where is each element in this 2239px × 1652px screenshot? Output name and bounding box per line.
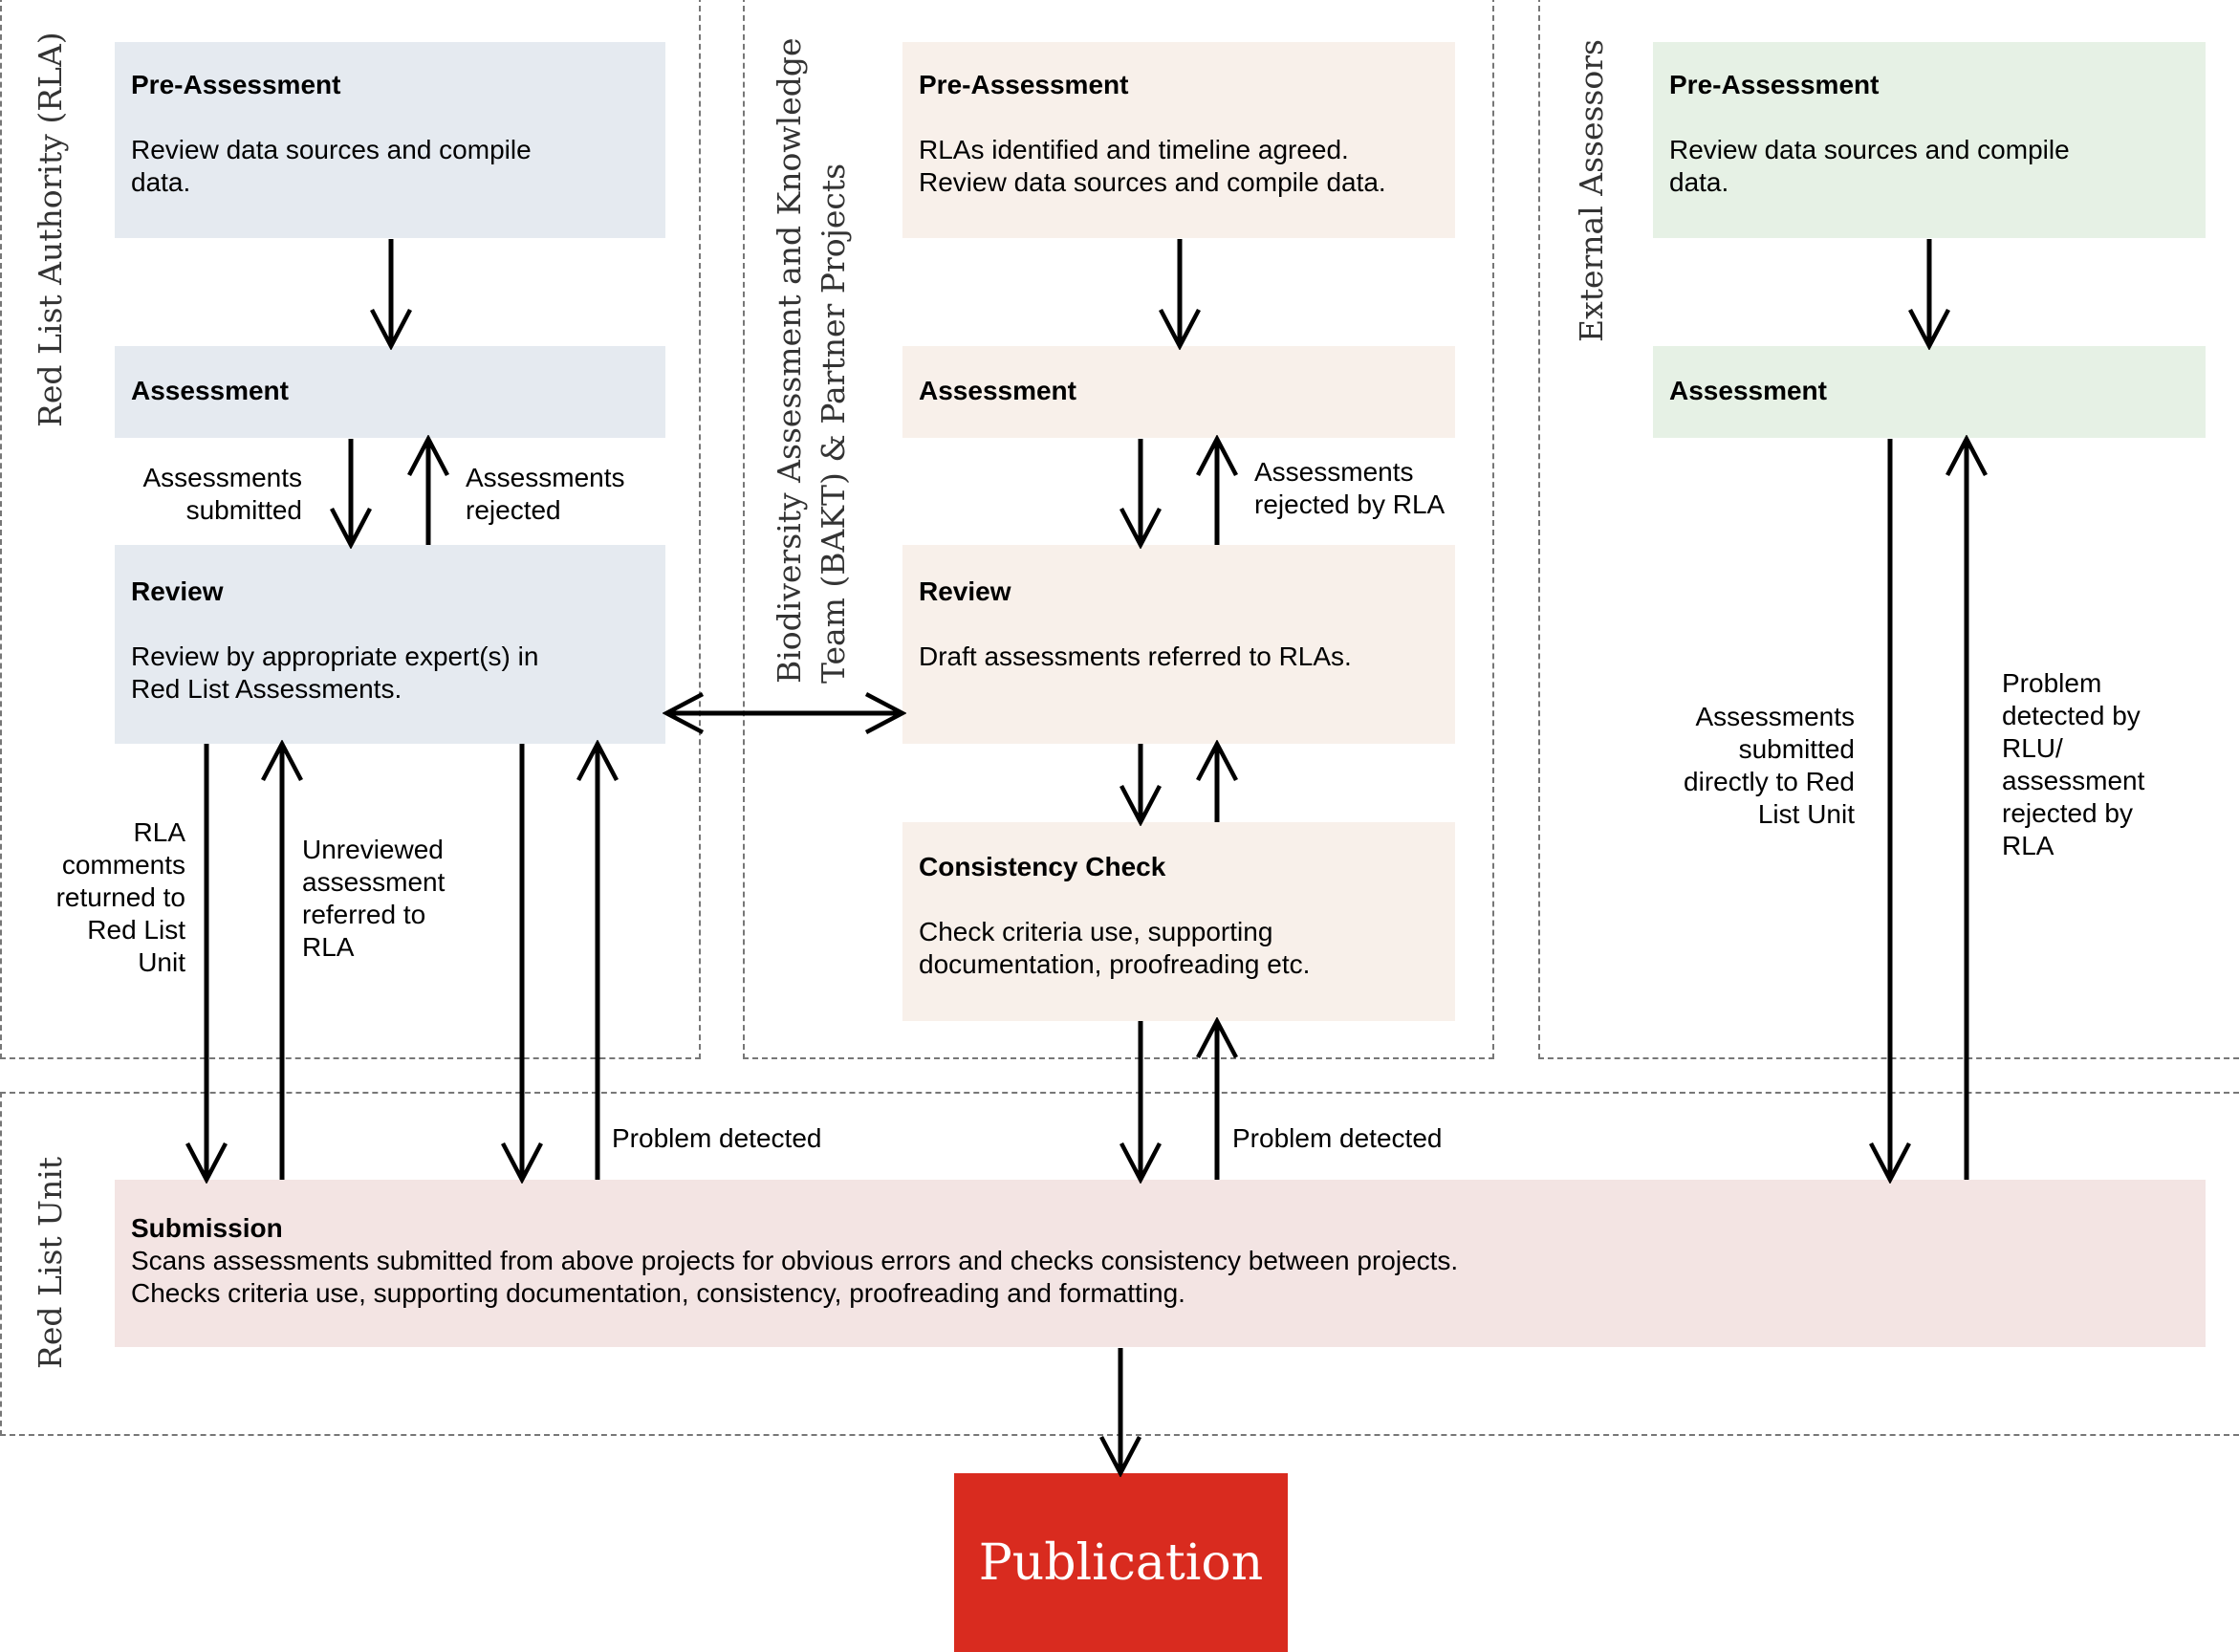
rla-pre-assessment-box: Pre-Assessment Review data sources and c… bbox=[115, 42, 665, 238]
external-pre-assessment-title: Pre-Assessment bbox=[1669, 70, 1880, 99]
label-rla-problem-detected: Problem detected bbox=[612, 1123, 822, 1153]
publication-label: Publication bbox=[978, 1533, 1264, 1592]
label-rla-comments-returned: RLA comments returned to Red List Unit bbox=[55, 817, 185, 977]
bakt-assessment-title: Assessment bbox=[919, 376, 1076, 405]
label-assessments-rejected: Assessments rejected bbox=[466, 463, 625, 525]
bakt-pre-assessment-box: Pre-Assessment RLAs identified and timel… bbox=[902, 42, 1455, 238]
bakt-pre-assessment-body: RLAs identified and timeline agreed. Rev… bbox=[919, 135, 1386, 197]
label-rejected-by-rla: Assessments rejected by RLA bbox=[1254, 457, 1446, 519]
bakt-consistency-body: Check criteria use, supporting documenta… bbox=[919, 917, 1311, 979]
bakt-assessment-box: Assessment bbox=[902, 346, 1455, 438]
external-pre-assessment-box: Pre-Assessment Review data sources and c… bbox=[1653, 42, 2206, 238]
rla-lane bbox=[0, 0, 701, 1059]
bakt-consistency-title: Consistency Check bbox=[919, 852, 1166, 881]
label-bakt-problem-detected: Problem detected bbox=[1232, 1123, 1443, 1153]
label-submitted-directly: Assessments submitted directly to Red Li… bbox=[1684, 702, 1855, 829]
external-assessment-title: Assessment bbox=[1669, 376, 1827, 405]
rla-pre-assessment-title: Pre-Assessment bbox=[131, 70, 341, 99]
bakt-review-body: Draft assessments referred to RLAs. bbox=[919, 641, 1352, 671]
label-unreviewed-referred: Unreviewed assessment referred to RLA bbox=[302, 835, 446, 962]
external-assessment-box: Assessment bbox=[1653, 346, 2206, 438]
rlu-submission-title: Submission bbox=[131, 1213, 283, 1243]
bakt-review-box: Review Draft assessments referred to RLA… bbox=[902, 545, 1455, 744]
rla-assessment-title: Assessment bbox=[131, 376, 289, 405]
publication-box: Publication bbox=[954, 1473, 1288, 1652]
rla-review-body: Review by appropriate expert(s) in Red L… bbox=[131, 641, 539, 704]
bakt-review-title: Review bbox=[919, 576, 1011, 606]
rla-review-box: Review Review by appropriate expert(s) i… bbox=[115, 545, 665, 744]
bakt-lane bbox=[743, 0, 1494, 1059]
rlu-submission-body: Scans assessments submitted from above p… bbox=[131, 1246, 1459, 1308]
label-assessments-submitted: Assessments submitted bbox=[142, 463, 303, 525]
rla-review-title: Review bbox=[131, 576, 224, 606]
bakt-pre-assessment-title: Pre-Assessment bbox=[919, 70, 1129, 99]
rla-pre-assessment-body: Review data sources and compile data. bbox=[131, 135, 532, 197]
rlu-submission-box: Submission Scans assessments submitted f… bbox=[115, 1180, 2206, 1347]
external-pre-assessment-body: Review data sources and compile data. bbox=[1669, 135, 2070, 197]
label-problem-rlu-rejected: Problem detected by RLU/ assessment reje… bbox=[2002, 668, 2145, 860]
bakt-consistency-box: Consistency Check Check criteria use, su… bbox=[902, 822, 1455, 1021]
rla-assessment-box: Assessment bbox=[115, 346, 665, 438]
